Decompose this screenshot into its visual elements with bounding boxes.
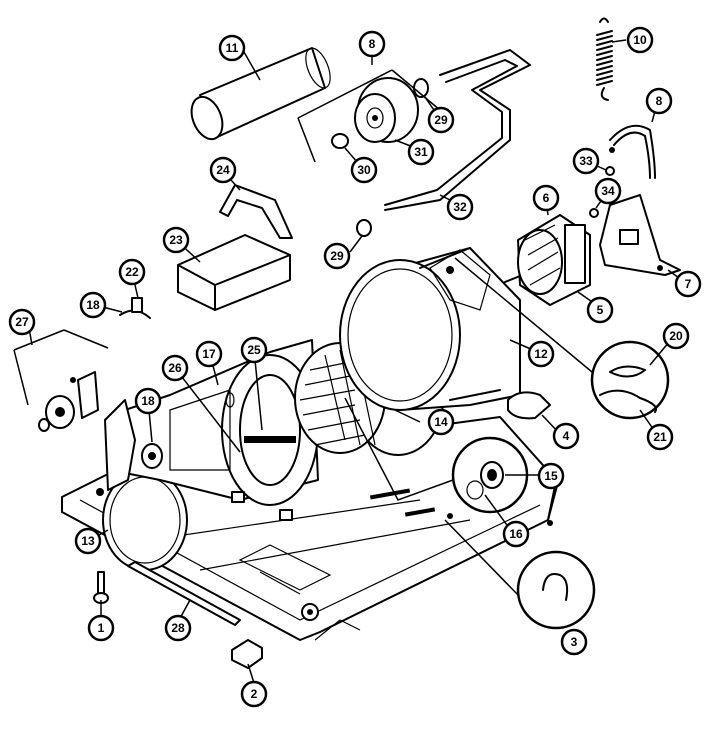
washer-bottom [356, 219, 372, 237]
callout-14: 14 [427, 408, 455, 436]
callout-27-label: 27 [15, 315, 29, 329]
callout-18-mid-label: 18 [141, 394, 155, 408]
callout-12-label: 12 [534, 347, 548, 361]
callout-33-label: 33 [579, 154, 593, 168]
callout-31-label: 31 [414, 145, 428, 159]
callout-3: 3 [560, 628, 588, 656]
callout-3-label: 3 [571, 635, 578, 649]
callout-22: 22 [118, 258, 146, 286]
callout-13: 13 [74, 527, 102, 555]
callout-8-right: 8 [645, 87, 673, 115]
exhaust-tube [190, 47, 331, 141]
nut [331, 133, 349, 149]
callout-33: 33 [572, 147, 600, 175]
retaining-clip [231, 639, 263, 669]
drum-assembly [339, 247, 521, 411]
detail-clip-circle [444, 519, 596, 630]
callout-28: 28 [164, 614, 192, 642]
callout-29-bottom-label: 29 [330, 249, 344, 263]
callout-32: 32 [446, 193, 474, 221]
drum-glide [507, 391, 551, 420]
callout-18-mid: 18 [134, 387, 162, 415]
callout-4-label: 4 [563, 429, 570, 443]
idler-arm-rod [384, 49, 531, 211]
drum-roller [38, 371, 99, 432]
callout-17: 17 [195, 340, 223, 368]
callout-7-label: 7 [685, 277, 692, 291]
callout-30-label: 30 [357, 163, 371, 177]
idler-spring [596, 17, 613, 101]
leveling-screw [93, 571, 109, 604]
callout-20-label: 20 [669, 329, 683, 343]
idler-pulley [354, 77, 419, 143]
callout-25: 25 [240, 336, 268, 364]
callout-30: 30 [350, 156, 378, 184]
detail-belt-circle [454, 257, 670, 420]
callout-32-label: 32 [453, 200, 467, 214]
callout-13-label: 13 [81, 534, 95, 548]
callout-20: 20 [662, 322, 690, 350]
callout-8-right-label: 8 [656, 94, 663, 108]
motor-base [599, 194, 681, 276]
heater-bracket [219, 184, 293, 239]
callout-1: 1 [87, 614, 115, 642]
callout-31: 31 [407, 138, 435, 166]
callout-8-top-label: 8 [369, 37, 376, 51]
callout-23: 23 [162, 226, 190, 254]
callout-22-label: 22 [125, 265, 139, 279]
callout-2: 2 [240, 680, 268, 708]
callout-27: 27 [8, 308, 36, 336]
callout-16: 16 [502, 520, 530, 548]
callout-26-label: 26 [168, 361, 182, 375]
callout-12: 12 [527, 340, 555, 368]
callout-21-label: 21 [653, 430, 667, 444]
drive-motor [504, 214, 591, 306]
callout-7: 7 [674, 270, 702, 298]
callout-10: 10 [626, 26, 654, 54]
callout-34-label: 34 [601, 184, 615, 198]
screw-lower [589, 208, 599, 218]
callout-24: 24 [209, 156, 237, 184]
callout-6: 6 [532, 184, 560, 212]
callout-5-label: 5 [597, 303, 604, 317]
callout-28-label: 28 [171, 621, 185, 635]
base-strip [127, 561, 241, 626]
callout-15-label: 15 [544, 469, 558, 483]
front-bulkhead [109, 339, 319, 521]
callout-6-label: 6 [543, 191, 550, 205]
callout-34: 34 [594, 177, 622, 205]
callout-21: 21 [646, 423, 674, 451]
callout-16-label: 16 [509, 527, 523, 541]
detail-bearing-circle [344, 397, 529, 514]
callout-25-label: 25 [247, 343, 261, 357]
motor-mount-strap [609, 124, 656, 179]
callout-10-label: 10 [633, 33, 647, 47]
callout-5: 5 [586, 296, 614, 324]
callout-1-label: 1 [98, 621, 105, 635]
screw-upper [605, 166, 615, 176]
callout-23-label: 23 [169, 233, 183, 247]
roller-clip [119, 297, 151, 319]
group-bracket-lines [13, 69, 441, 406]
callout-11-label: 11 [226, 41, 239, 55]
callout-17-label: 17 [202, 347, 216, 361]
callout-15: 15 [537, 462, 565, 490]
callout-8-top: 8 [358, 30, 386, 58]
heater-block [177, 234, 291, 311]
callout-26: 26 [161, 354, 189, 382]
callout-18-left-label: 18 [86, 298, 100, 312]
callout-4: 4 [552, 422, 580, 450]
callout-11: 11 [218, 34, 246, 62]
callout-18-left: 18 [79, 291, 107, 319]
callout-24-label: 24 [216, 163, 230, 177]
callout-29-top: 29 [427, 106, 455, 134]
callout-2-label: 2 [251, 687, 258, 701]
callout-14-label: 14 [434, 415, 448, 429]
left-side-bracket [104, 399, 163, 491]
callout-29-bottom: 29 [323, 242, 351, 270]
callout-29-top-label: 29 [434, 113, 448, 127]
